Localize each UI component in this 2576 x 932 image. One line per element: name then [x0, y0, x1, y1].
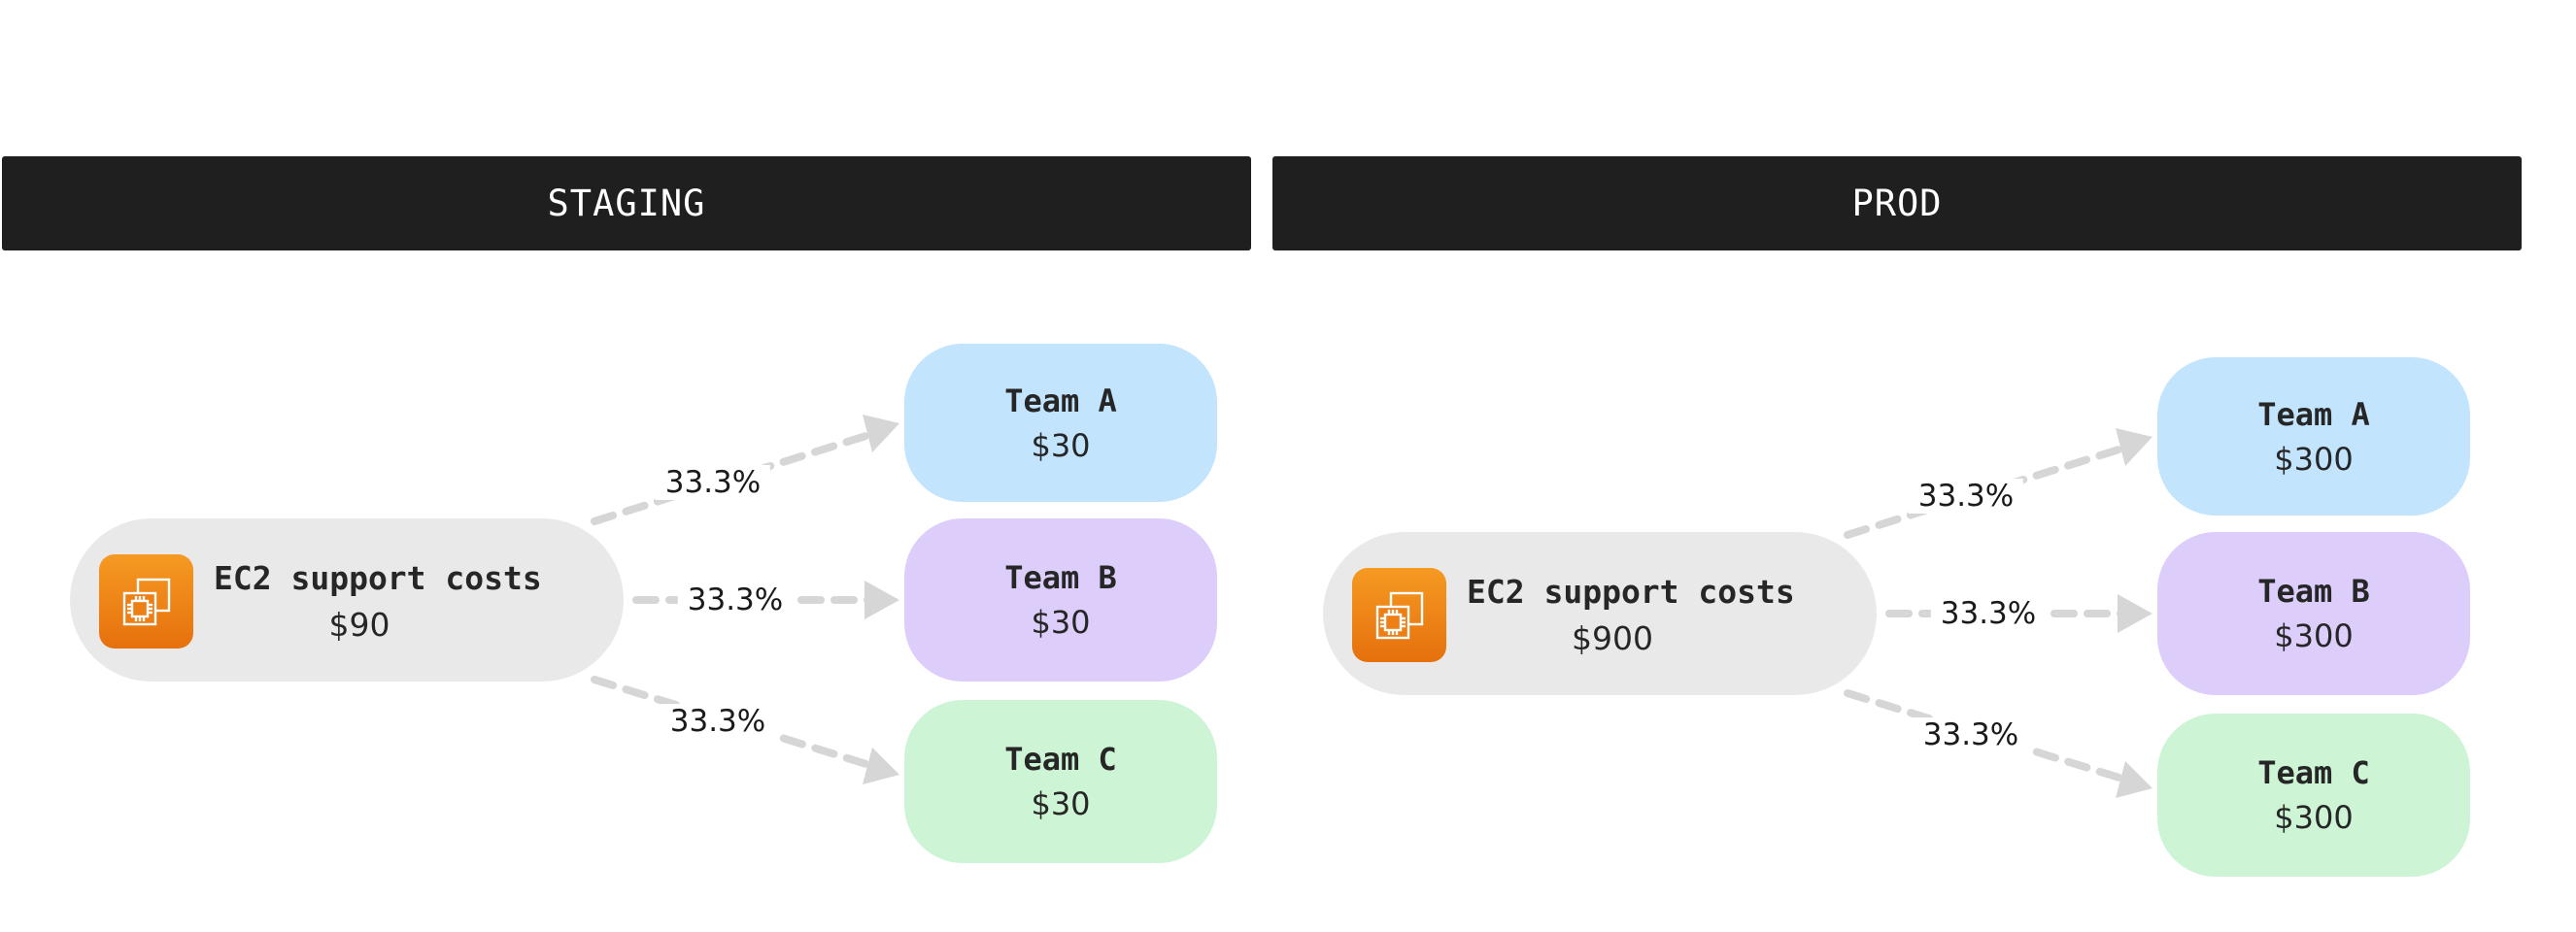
team-name: Team B — [1004, 559, 1117, 596]
split-label-prod-team-c: 33.3% — [1913, 717, 2029, 752]
prod-team-a-node: Team A $300 — [2157, 357, 2470, 516]
prod-team-c-node: Team C $300 — [2157, 714, 2470, 877]
staging-team-b-node: Team B $30 — [904, 518, 1217, 682]
team-amount: $30 — [1031, 785, 1091, 822]
staging-team-c-node: Team C $30 — [904, 700, 1217, 863]
split-label-prod-team-a: 33.3% — [1908, 479, 2024, 514]
prod-source-node: EC2 support costs $900 — [1323, 532, 1877, 695]
arrowhead-staging-team-a — [863, 415, 899, 452]
staging-header: STAGING — [2, 156, 1251, 250]
team-amount: $300 — [2274, 440, 2354, 478]
staging-source-label: EC2 support costs — [214, 559, 542, 597]
team-amount: $300 — [2274, 799, 2354, 836]
prod-team-b-node: Team B $300 — [2157, 532, 2470, 695]
team-amount: $300 — [2274, 617, 2354, 654]
arrowhead-prod-team-c — [2116, 761, 2152, 798]
split-label-staging-team-b: 33.3% — [677, 582, 794, 617]
split-label-prod-team-b: 33.3% — [1930, 596, 2047, 631]
staging-header-title: STAGING — [547, 183, 706, 224]
staging-arrowheads — [863, 415, 899, 784]
team-name: Team C — [1004, 741, 1117, 778]
team-name: Team A — [2257, 395, 2370, 433]
ec2-chip-icon — [99, 554, 193, 649]
arrowhead-prod-team-b — [2118, 594, 2152, 633]
ec2-chip-icon — [1352, 568, 1446, 662]
arrowhead-staging-team-c — [863, 748, 899, 784]
arrowhead-staging-team-b — [864, 581, 899, 619]
staging-team-a-node: Team A $30 — [904, 344, 1217, 502]
prod-source-label: EC2 support costs — [1467, 573, 1795, 611]
prod-header-title: PROD — [1851, 183, 1943, 224]
split-label-staging-team-c: 33.3% — [660, 704, 776, 739]
staging-source-amount: $90 — [328, 606, 390, 644]
team-amount: $30 — [1031, 604, 1091, 641]
prod-source-amount: $900 — [1572, 619, 1653, 657]
prod-header: PROD — [1272, 156, 2522, 250]
team-amount: $30 — [1031, 426, 1091, 464]
prod-arrowheads — [2116, 428, 2152, 798]
team-name: Team C — [2257, 754, 2370, 791]
split-label-staging-team-a: 33.3% — [655, 465, 771, 500]
staging-source-node: EC2 support costs $90 — [70, 518, 624, 682]
team-name: Team A — [1004, 382, 1117, 419]
team-name: Team B — [2257, 573, 2370, 610]
arrowhead-prod-team-a — [2116, 428, 2152, 466]
